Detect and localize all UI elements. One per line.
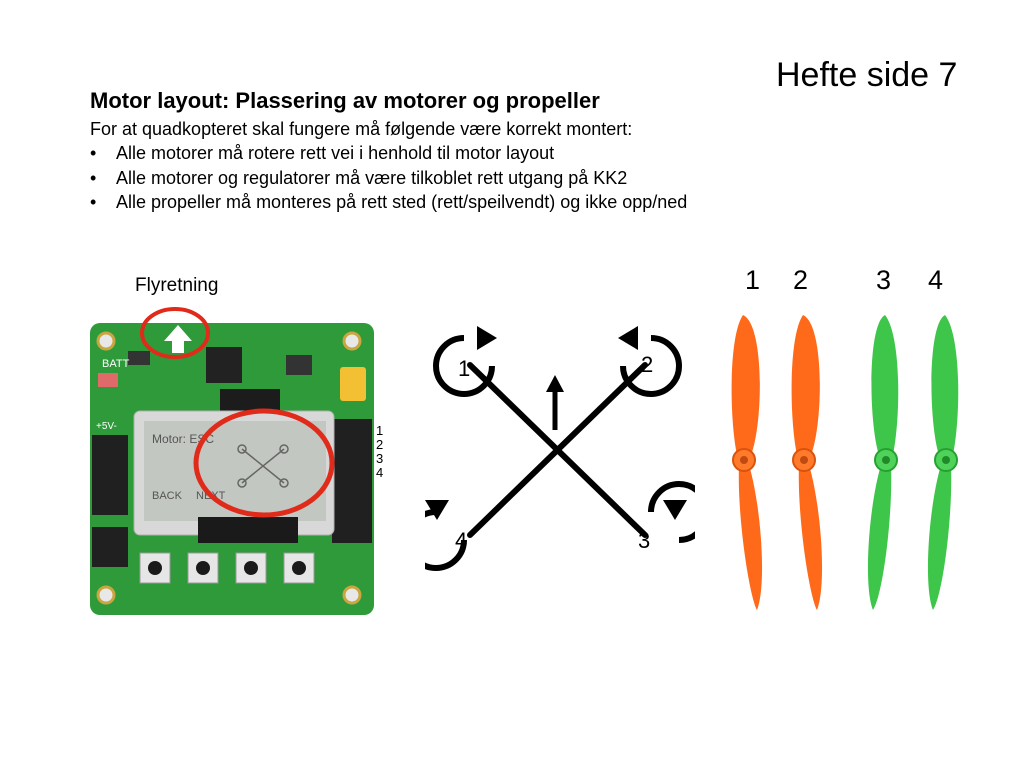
bullet-text: Alle motorer må rotere rett vei i henhol… [116, 143, 555, 163]
propeller-2 [791, 315, 823, 610]
mount-hole [96, 585, 116, 605]
propeller-label: 3 [876, 265, 892, 295]
motor-label: 2 [641, 352, 653, 377]
lcd-screen [144, 421, 326, 521]
pin-number: 3 [376, 451, 384, 466]
propeller-3 [867, 315, 899, 610]
batt-label: BATT [102, 358, 130, 370]
bullet-item: • Alle propeller må monteres på rett sted… [90, 192, 687, 213]
motor-3-rotation-icon [648, 481, 695, 543]
motor-label: 1 [458, 356, 470, 381]
propeller-label: 1 [745, 265, 761, 295]
motor-layout-diagram: 1 2 4 3 [425, 326, 695, 571]
pin-number: 4 [376, 465, 384, 480]
page-title: Motor layout: Plassering av motorer og p… [90, 88, 600, 113]
bullet-text: Alle motorer og regulatorer må være tilk… [116, 168, 628, 188]
propeller-1 [731, 315, 763, 610]
kk2-board-image: BATT +5V- Motor: ESC BACK NEXT [90, 307, 374, 615]
motor-1-rotation-icon [433, 326, 497, 397]
motor-4-rotation-icon [425, 500, 467, 571]
right-header [332, 419, 372, 543]
arrow-highlight-circle [140, 307, 210, 359]
chip [286, 355, 312, 375]
motor-label: 3 [638, 528, 650, 553]
pin-number: 1 [376, 423, 384, 438]
propeller-label: 4 [928, 265, 944, 295]
propeller-label: 2 [793, 265, 809, 295]
rail-label: +5V- [96, 421, 117, 432]
intro-text: For at quadkopteret skal fungere må følg… [90, 119, 633, 139]
bullet-item: • Alle motorer må rotere rett vei i henho… [90, 143, 554, 164]
mount-hole [342, 585, 362, 605]
frame-arms [467, 362, 648, 538]
motor-2-rotation-icon [618, 326, 682, 397]
board-arrow-icon [164, 325, 192, 353]
lcd-motor-diagram [237, 444, 289, 488]
forward-arrow-icon [546, 375, 564, 430]
capacitor [340, 367, 366, 401]
bullet-marker: • [90, 143, 97, 163]
chip [206, 347, 242, 383]
bullet-marker: • [90, 192, 97, 212]
lcd-highlight-circle [193, 408, 335, 518]
bullet-text: Alle propeller må monteres på rett sted … [116, 192, 688, 212]
propellers-image [731, 315, 959, 610]
connector [198, 517, 298, 543]
pin-number: 2 [376, 437, 384, 452]
mount-hole [342, 331, 362, 351]
mount-hole [96, 331, 116, 351]
led [98, 373, 118, 387]
lcd-back-label: BACK [152, 490, 183, 502]
board-buttons [139, 552, 315, 584]
chip [128, 351, 150, 365]
propeller-4 [927, 315, 959, 610]
bullet-item: • Alle motorer og regulatorer må være til… [90, 168, 627, 189]
page-number: Hefte side 7 [776, 56, 958, 94]
motor-label: 4 [455, 528, 467, 553]
flight-direction-label: Flyretning [135, 275, 219, 296]
left-header [92, 435, 128, 567]
bullet-marker: • [90, 168, 97, 188]
